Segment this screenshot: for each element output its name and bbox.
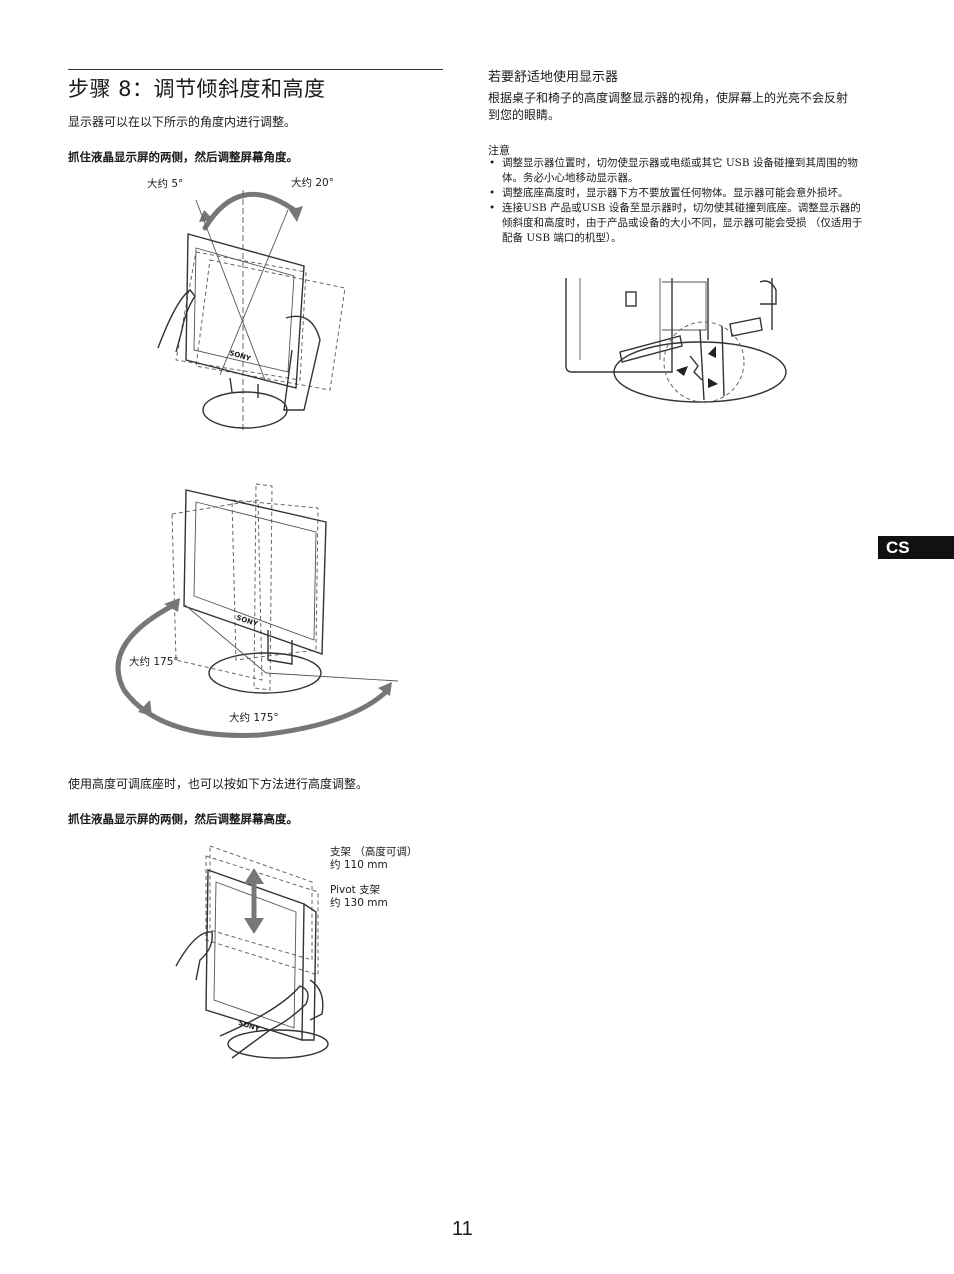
page-number: 11 [452,1218,473,1240]
stand2-label: Pivot 支架 [330,884,381,896]
stand2-value: 约 130 mm [330,897,388,909]
height-text: 使用高度可调底座时，也可以按如下方法进行高度调整。 [68,777,369,791]
page-title: 步骤 8：调节倾斜度和高度 [68,77,326,101]
title-rule [68,69,443,70]
stand1-label: 支架 （高度可调） [330,846,418,858]
tilt-label-right: 大约 20° [291,177,334,189]
note-item: 调整底座高度时，显示器下方不要放置任何物体。显示器可能会意外损坏。 [488,186,866,201]
comfort-paragraph: 根据桌子和椅子的高度调整显示器的视角，使屏幕上的光亮不会反射到您的眼睛。 [488,91,849,122]
instruction-height: 抓住液晶显示屏的两侧，然后调整屏幕高度。 [68,812,298,826]
notes-title: 注意 [488,144,510,157]
notes-list: 调整显示器位置时，切勿使显示器或电缆或其它 USB 设备碰撞到其周围的物体。务必… [488,156,866,246]
tilt-brand-logo: SONY [228,348,252,364]
height-brand-logo: SONY [237,1018,261,1034]
swivel-label-left: 大约 175° [129,656,179,668]
stand1-value: 约 110 mm [330,859,388,871]
intro-text: 显示器可以在以下所示的角度内进行调整。 [68,115,297,129]
swivel-label-bottom: 大约 175° [229,712,279,724]
language-tab: CS [878,536,954,559]
swivel-brand-logo: SONY [235,613,259,629]
instruction-angle: 抓住液晶显示屏的两侧，然后调整屏幕角度。 [68,150,298,164]
note-item: 调整显示器位置时，切勿使显示器或电缆或其它 USB 设备碰撞到其周围的物体。务必… [488,156,866,186]
comfort-heading: 若要舒适地使用显示器 [488,70,619,85]
tilt-label-left: 大约 5° [147,178,184,190]
note-item: 连接USB 产品或USB 设备至显示器时，切勿使其碰撞到底座。调整显示器的倾斜度… [488,201,866,246]
